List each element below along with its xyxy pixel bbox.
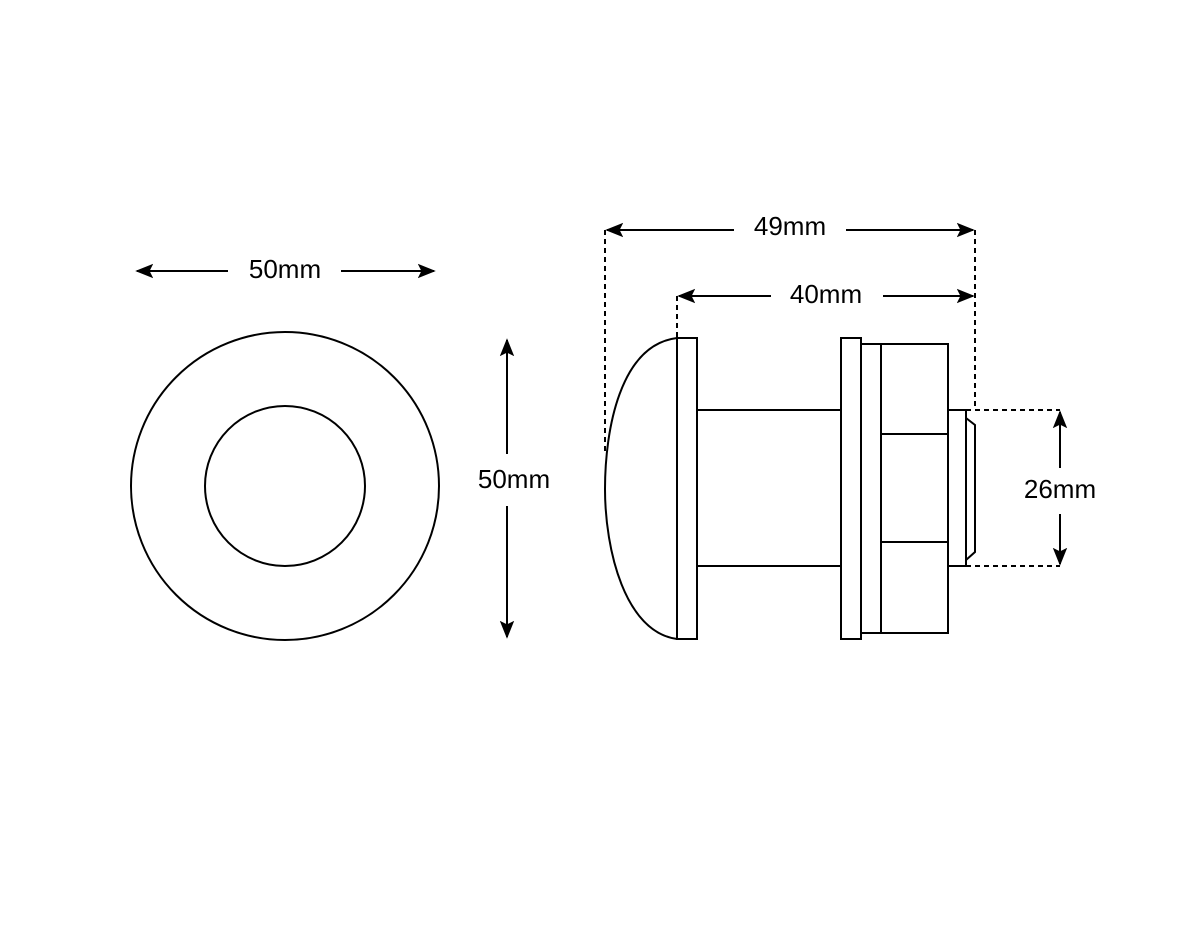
tip-diameter-label: 26mm <box>1024 474 1096 504</box>
front-width-label: 50mm <box>249 254 321 284</box>
front-view: 50mm 50mm <box>130 254 550 641</box>
washer <box>840 337 862 640</box>
nut-ring <box>860 343 882 634</box>
inner-circle <box>204 405 366 567</box>
body-length-label: 40mm <box>790 279 862 309</box>
nut <box>880 343 949 634</box>
overall-length-label: 49mm <box>754 211 826 241</box>
dome-head <box>603 337 678 640</box>
head-flange <box>676 337 698 640</box>
tip <box>947 409 967 567</box>
tip-chamfer <box>965 417 976 561</box>
front-height-label: 50mm <box>478 464 550 494</box>
side-view: 49mm 40mm 26mm <box>603 211 1096 640</box>
outer-circle <box>130 331 440 641</box>
